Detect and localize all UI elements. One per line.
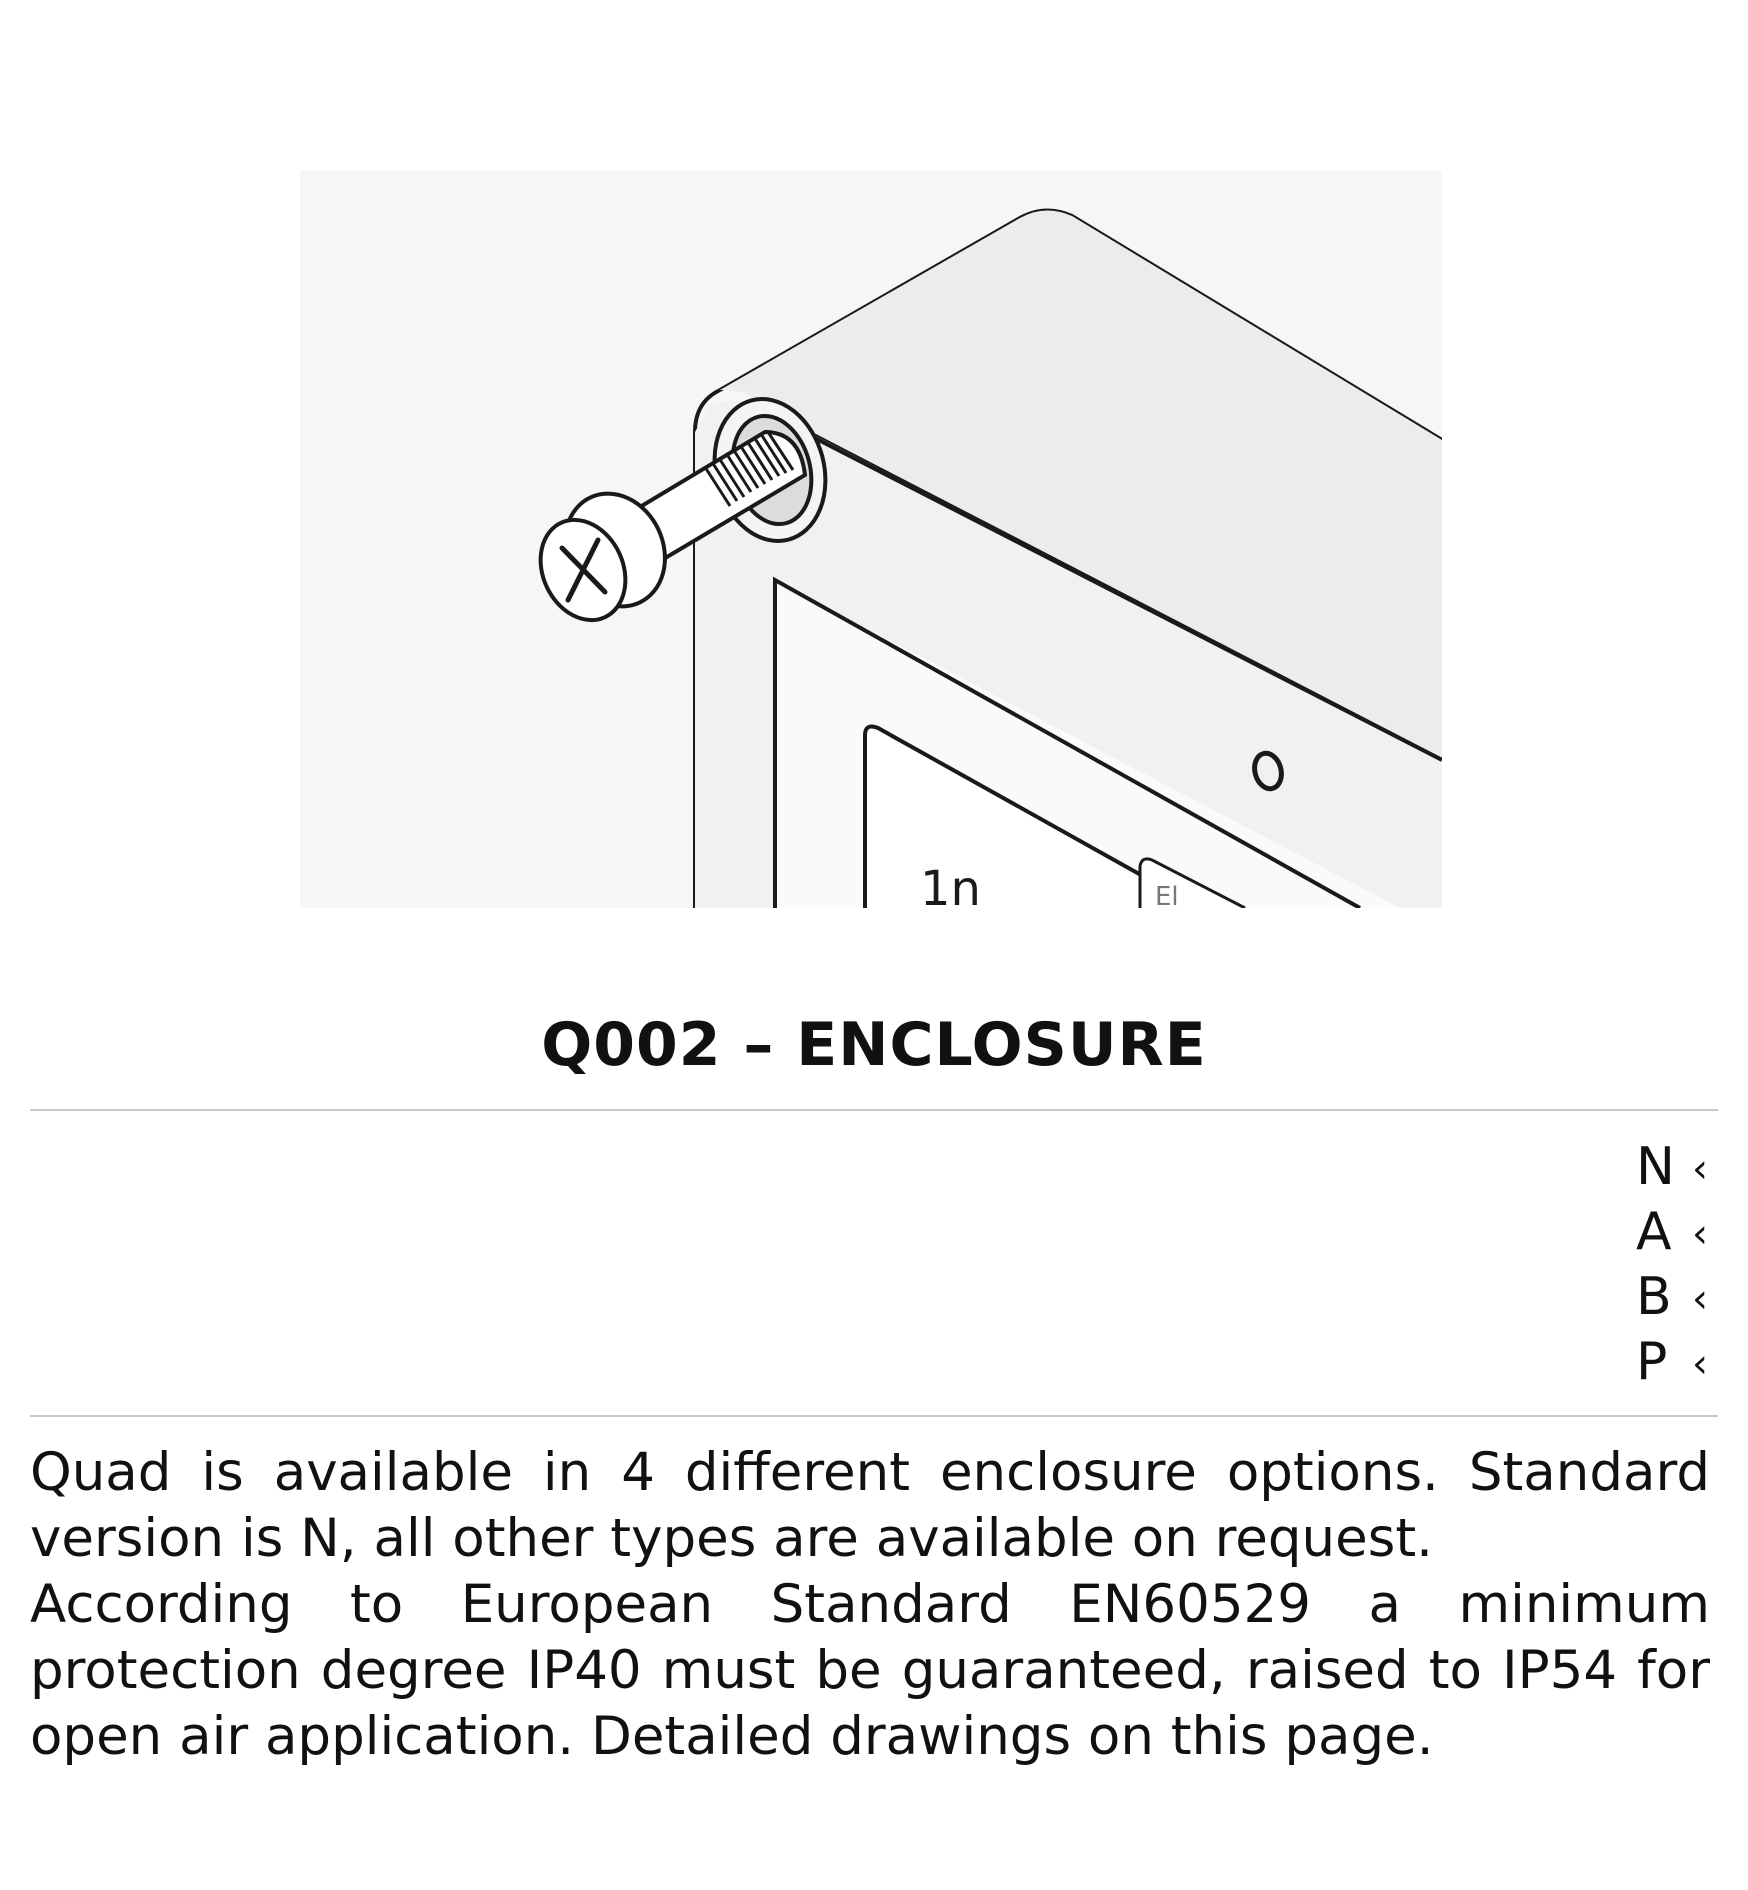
option-letter: N xyxy=(1636,1137,1675,1197)
enclosure-illustration: 1n El xyxy=(300,170,1442,908)
enclosure-rim xyxy=(693,388,721,908)
enclosure-label-tab-text: El xyxy=(1155,882,1179,908)
chevron-left-icon: ‹ xyxy=(1692,1211,1708,1257)
option-item-p[interactable]: P ‹ xyxy=(1636,1330,1708,1395)
enclosure-front-edge-2 xyxy=(769,413,1442,762)
divider-top xyxy=(30,1109,1718,1111)
chevron-left-icon: ‹ xyxy=(1692,1276,1708,1322)
page-title: Q002 – ENCLOSURE xyxy=(541,1010,1207,1080)
enclosure-label-tab xyxy=(1138,857,1246,908)
enclosure-label-window xyxy=(863,724,1201,908)
option-item-b[interactable]: B ‹ xyxy=(1636,1265,1708,1330)
divider-bottom xyxy=(30,1415,1718,1417)
description: Quad is available in 4 different enclosu… xyxy=(30,1440,1710,1770)
enclosure-small-hole xyxy=(1252,750,1284,792)
option-item-a[interactable]: A ‹ xyxy=(1636,1200,1708,1265)
option-letter: P xyxy=(1636,1332,1668,1392)
enclosure-label-text: 1n xyxy=(920,861,981,908)
description-paragraph-1: Quad is available in 4 different enclosu… xyxy=(30,1442,1710,1569)
enclosure-top-surface xyxy=(720,210,1442,760)
description-paragraph-2: According to European Standard EN60529 a… xyxy=(30,1574,1710,1767)
chevron-left-icon: ‹ xyxy=(1692,1341,1708,1387)
enclosure-options-list: N ‹ A ‹ B ‹ P ‹ xyxy=(1636,1135,1708,1395)
option-letter: A xyxy=(1636,1202,1672,1262)
option-item-n[interactable]: N ‹ xyxy=(1636,1135,1708,1200)
chevron-left-icon: ‹ xyxy=(1692,1146,1708,1192)
option-letter: B xyxy=(1636,1267,1672,1327)
screw-threads xyxy=(703,431,795,507)
screw-cross-icon xyxy=(559,537,608,603)
enclosure-drawing: 1n El xyxy=(538,208,1442,908)
